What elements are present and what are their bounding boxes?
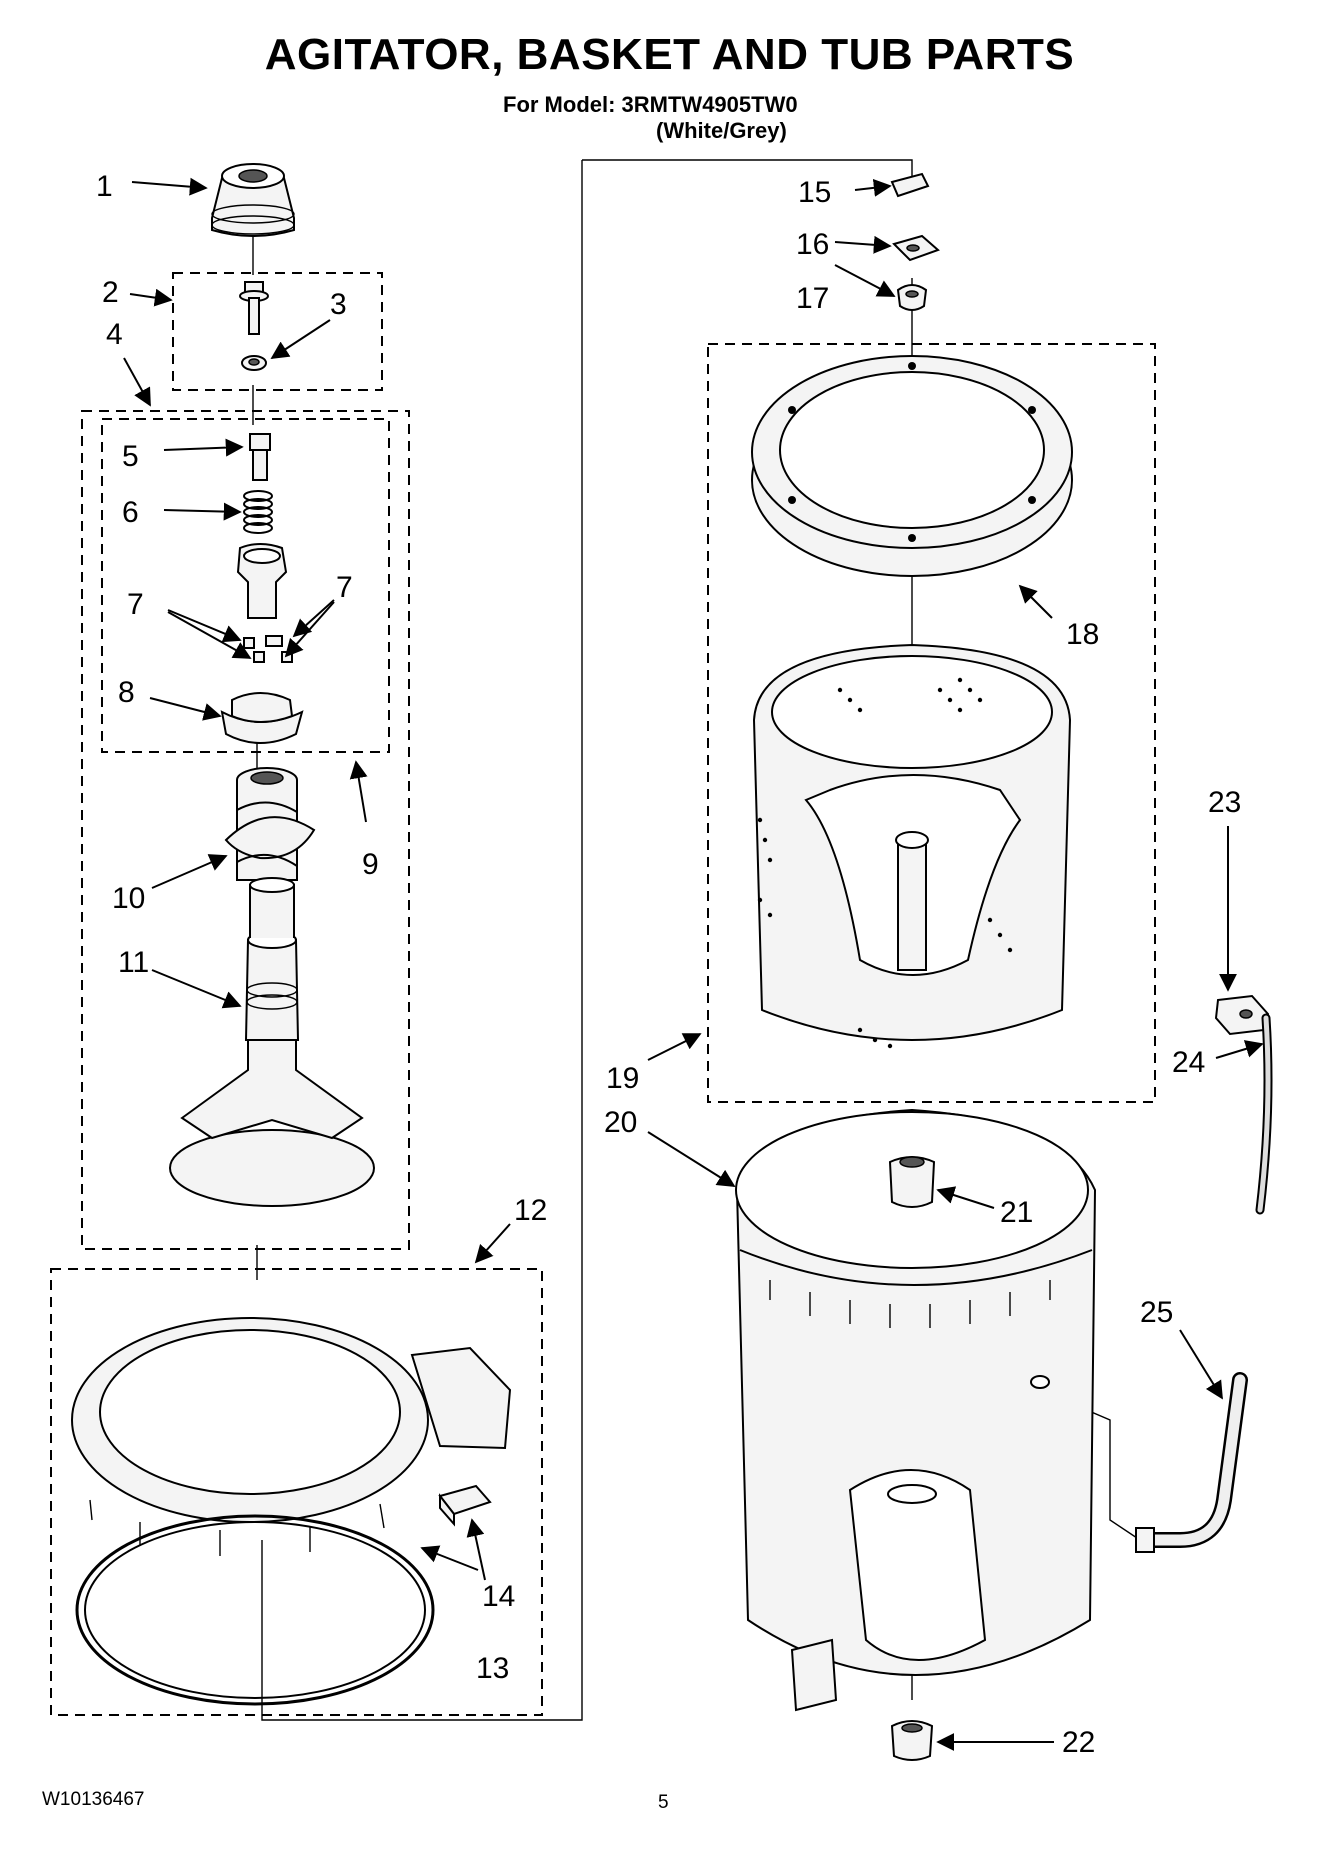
- part-22-drain-fitting: [890, 1720, 934, 1761]
- callout-14: 14: [482, 1580, 515, 1613]
- callout-11: 11: [118, 946, 149, 979]
- part-24-hose: [1255, 1013, 1273, 1215]
- part-15-clip: [890, 172, 930, 198]
- part-14-switch: [438, 1484, 492, 1527]
- callout-3: 3: [330, 288, 347, 321]
- callout-2: 2: [102, 276, 119, 309]
- page-title: AGITATOR, BASKET AND TUB PARTS: [264, 30, 1075, 79]
- callout-23: 23: [1208, 786, 1241, 819]
- callout-20: 20: [604, 1106, 637, 1139]
- callout-7-left: 7: [127, 588, 144, 621]
- part-7-dogs: [243, 635, 293, 663]
- callout-6: 6: [122, 496, 139, 529]
- callout-7-right: 7: [336, 571, 353, 604]
- leader-arrows: [123, 177, 1264, 1751]
- part-21-tub-seal: [888, 1156, 936, 1208]
- part-18-balance-ring: [751, 355, 1073, 577]
- part-1-agitator-cap: [211, 163, 295, 237]
- group-box-9: [101, 418, 390, 753]
- callout-21: 21: [1000, 1196, 1033, 1229]
- part-11-agitator-base: [169, 877, 375, 1207]
- part-23-clip: [1214, 994, 1270, 1036]
- callout-15: 15: [798, 176, 831, 209]
- model-number: For Model: 3RMTW4905TW0: [503, 92, 798, 117]
- callout-1: 1: [96, 170, 113, 203]
- part-17-nut: [896, 284, 928, 311]
- document-number: W10136467: [42, 1789, 145, 1810]
- callout-24: 24: [1172, 1046, 1205, 1079]
- part-20-outer-tub: [735, 1108, 1097, 1712]
- callout-10: 10: [112, 882, 145, 915]
- part-2-bolt: [239, 281, 269, 335]
- callout-19: 19: [606, 1062, 639, 1095]
- part-6-spring: [243, 490, 273, 534]
- part-25-pressure-hose: [1135, 1372, 1248, 1553]
- part-12-tub-ring: [71, 1317, 512, 1556]
- part-10-auger: [224, 767, 316, 881]
- callout-9: 9: [362, 848, 379, 881]
- callout-13: 13: [476, 1652, 509, 1685]
- part-3-washer: [241, 355, 267, 371]
- part-13-gasket: [75, 1514, 435, 1706]
- model-color: (White/Grey): [656, 118, 787, 143]
- callout-12: 12: [514, 1194, 547, 1227]
- group-box-2: [172, 272, 383, 391]
- part-16-seal: [892, 234, 940, 262]
- callout-18: 18: [1066, 618, 1099, 651]
- callout-16: 16: [796, 228, 829, 261]
- part-5-cam: [249, 433, 271, 481]
- callout-8: 8: [118, 676, 135, 709]
- callout-25: 25: [1140, 1296, 1173, 1329]
- part-8-dog-ring: [220, 692, 304, 744]
- page-number: 5: [658, 1792, 669, 1813]
- callout-22: 22: [1062, 1726, 1095, 1759]
- group-box-19: [707, 343, 1156, 1103]
- part-drive-block: [236, 543, 288, 619]
- group-box-4: [81, 410, 410, 1250]
- group-box-12: [50, 1268, 543, 1716]
- callout-17: 17: [796, 282, 829, 315]
- callout-4: 4: [106, 318, 123, 351]
- part-19-basket: [752, 643, 1072, 1049]
- callout-5: 5: [122, 440, 139, 473]
